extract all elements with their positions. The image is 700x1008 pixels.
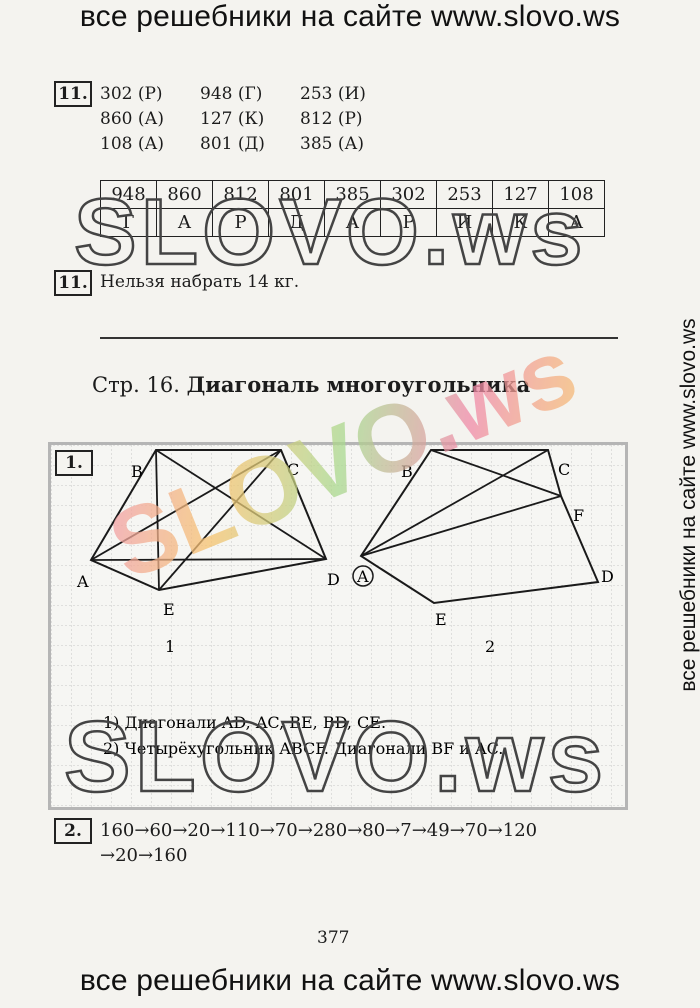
task-11-number: 11. (54, 81, 92, 107)
cipher-letter: Д (268, 208, 325, 237)
cut-line-af (360, 495, 562, 557)
fig2-label-b: B (401, 462, 413, 481)
task-2-chain-line2: →20→160 (100, 845, 188, 866)
answer-r2c0: 108 (А) (100, 134, 164, 154)
figure-2-label: 2 (485, 637, 495, 656)
fig2-label-a: A (356, 567, 369, 586)
cipher-number: 812 (212, 180, 269, 209)
page-number: 377 (317, 928, 350, 948)
circled-vertex-marker (352, 565, 374, 587)
watermark-logo-top: SLOVO.ws (73, 178, 587, 286)
section-divider (100, 337, 618, 339)
top-site-banner: все решебники на сайте www.slovo.ws (79, 0, 621, 33)
cipher-letter: А (324, 208, 381, 237)
task-11b-number: 11. (54, 270, 92, 296)
figure-answer-1: 1) Диагонали AD, AC, BE, BD, CE. (103, 713, 386, 732)
diagonal-ad (90, 558, 327, 561)
fig1-label-e: E (163, 600, 175, 619)
fig1-label-c: C (287, 460, 299, 479)
fig2-label-f: F (573, 506, 584, 525)
cipher-table: 948 860 812 801 385 302 253 127 108 Г А … (100, 180, 605, 237)
cipher-letters-row: Г А Р Д А Р И К А (100, 208, 605, 237)
cipher-number: 385 (324, 180, 381, 209)
task-2-chain-line1: 160→60→20→110→70→280→80→7→49→70→120 (100, 820, 538, 841)
answer-r1c1: 127 (К) (200, 109, 265, 129)
figure-1-label: 1 (165, 637, 175, 656)
answer-r0c2: 253 (И) (300, 84, 366, 104)
answer-r2c1: 801 (Д) (200, 134, 265, 154)
side-site-banner: все решебники на сайте www.slovo.ws (677, 245, 700, 765)
cipher-letter: А (548, 208, 605, 237)
diagonal-bd (155, 449, 327, 560)
cipher-letter: И (436, 208, 493, 237)
diagonal-ac (90, 449, 282, 561)
cipher-letter: К (492, 208, 549, 237)
cipher-letter: Г (100, 208, 157, 237)
watermark-logo-bottom: SLOVO.ws (63, 700, 608, 815)
bottom-site-banner: все решебники на сайте www.slovo.ws (79, 964, 621, 997)
section-heading: Стр. 16. Диагональ многоугольника (92, 372, 530, 397)
cipher-number: 108 (548, 180, 605, 209)
polygon-figure-frame: B C D A E 1 B C F D A E 2 1) Диагонали A… (48, 442, 628, 810)
fig1-label-d: D (327, 570, 340, 589)
diagonal-ac-2 (360, 449, 549, 557)
cipher-letter: Р (212, 208, 269, 237)
fig2-label-c: C (558, 460, 570, 479)
diagonal-ce (158, 449, 282, 591)
task-1-number: 1. (55, 450, 93, 476)
heading-page-ref: Стр. 16. (92, 373, 180, 397)
cipher-number: 127 (492, 180, 549, 209)
answer-r1c2: 812 (Р) (300, 109, 363, 129)
answer-r0c1: 948 (Г) (200, 84, 263, 104)
task-2-number: 2. (54, 818, 92, 844)
cipher-number: 253 (436, 180, 493, 209)
cipher-numbers-row: 948 860 812 801 385 302 253 127 108 (100, 180, 605, 209)
figure1-pentagon (89, 449, 328, 592)
diagonal-bf (430, 449, 562, 497)
cipher-letter: А (156, 208, 213, 237)
heading-title: Диагональ многоугольника (186, 372, 531, 397)
diagonal-be (155, 449, 160, 591)
fig1-label-a: A (76, 572, 89, 591)
cipher-number: 948 (100, 180, 157, 209)
grid-figure: B C D A E 1 B C F D A E 2 1) Диагонали A… (51, 445, 625, 807)
figure-answer-2: 2) Четырёхугольник ABCF. Диагонали BF и … (103, 739, 503, 758)
task-11b-text: Нельзя набрать 14 кг. (100, 272, 300, 292)
answer-r2c2: 385 (А) (300, 134, 364, 154)
fig2-label-d: D (601, 567, 614, 586)
answer-r1c0: 860 (А) (100, 109, 164, 129)
side-banner-text: все решебники на сайте www.slovo.ws (677, 318, 700, 692)
fig1-label-b: B (131, 462, 143, 481)
fig2-label-e: E (435, 610, 447, 629)
answer-r0c0: 302 (Р) (100, 84, 163, 104)
cipher-number: 801 (268, 180, 325, 209)
